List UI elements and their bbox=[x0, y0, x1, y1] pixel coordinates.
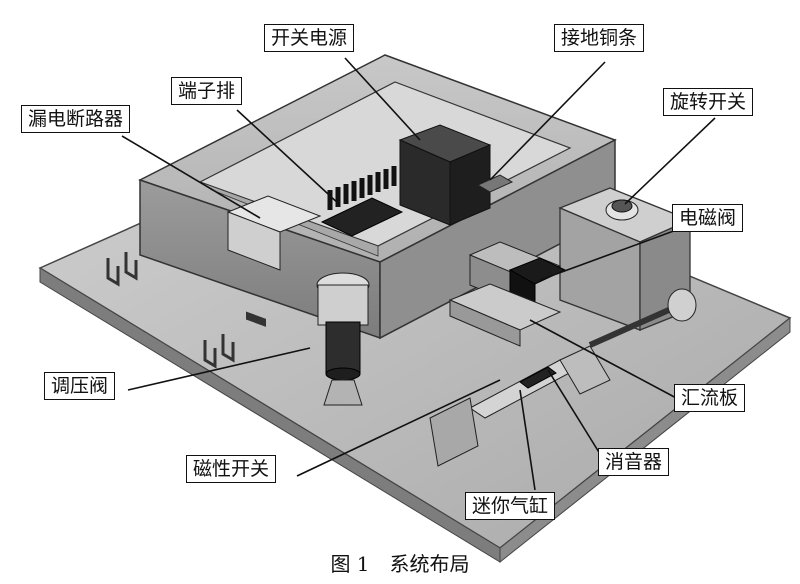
left-brackets bbox=[106, 252, 235, 369]
figure-number: 图 1 bbox=[330, 552, 370, 576]
switch-power-supply bbox=[398, 124, 492, 226]
label-ground-copper: 接地铜条 bbox=[554, 24, 645, 52]
side-cylinder bbox=[588, 288, 697, 348]
label-leakage-breaker: 漏电断路器 bbox=[21, 105, 131, 133]
leakage-breaker-body bbox=[226, 195, 322, 327]
muffler-body bbox=[559, 345, 611, 395]
label-solenoid-valve: 电磁阀 bbox=[672, 204, 744, 232]
label-pressure-regulator: 调压阀 bbox=[44, 372, 116, 400]
manifold-plate-body bbox=[448, 283, 562, 347]
label-manifold-plate: 汇流板 bbox=[674, 384, 746, 412]
leader-lines bbox=[121, 57, 716, 491]
label-mini-cylinder: 迷你气缸 bbox=[465, 492, 556, 520]
pressure-regulator-body bbox=[316, 272, 370, 406]
label-rotary-switch: 旋转开关 bbox=[663, 88, 754, 116]
label-terminal-block: 端子排 bbox=[171, 77, 243, 105]
figure-caption: 图 1 系统布局 bbox=[0, 548, 800, 577]
rotary-switch-knob bbox=[605, 199, 639, 221]
label-magnetic-switch: 磁性开关 bbox=[186, 455, 277, 483]
label-switch-power: 开关电源 bbox=[264, 24, 355, 52]
mini-cylinder-body bbox=[429, 359, 576, 467]
heat-sink bbox=[320, 166, 404, 237]
figure-title: 系统布局 bbox=[389, 552, 470, 576]
label-muffler: 消音器 bbox=[598, 448, 670, 476]
